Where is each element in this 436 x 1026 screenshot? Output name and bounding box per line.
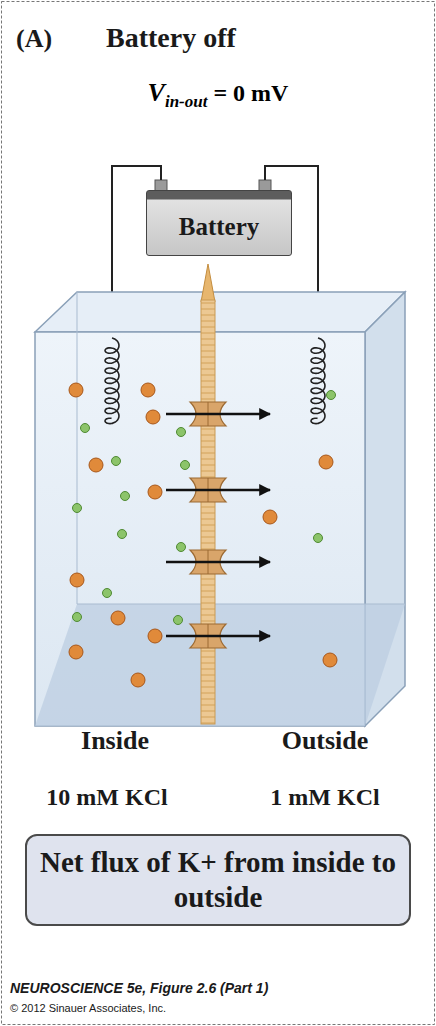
potassium-ion: [141, 383, 155, 397]
membrane-tip: [201, 264, 215, 302]
voltage-symbol: V: [148, 78, 165, 107]
chloride-ion: [81, 424, 90, 433]
chloride-ion: [73, 504, 82, 513]
potassium-ion: [263, 510, 277, 524]
potassium-ion: [111, 611, 125, 625]
chloride-ion: [177, 543, 186, 552]
potassium-ion: [69, 383, 83, 397]
chloride-ion: [177, 428, 186, 437]
membrane: [201, 300, 215, 724]
tank-floor: [35, 604, 405, 726]
figure-caption: NEUROSCIENCE 5e, Figure 2.6 (Part 1): [10, 980, 268, 996]
potassium-ion: [148, 485, 162, 499]
chloride-ion: [181, 461, 190, 470]
flux-arrow: [166, 635, 270, 637]
compartment-label: Outside: [282, 726, 369, 756]
chloride-ion: [121, 492, 130, 501]
tank-edge: [77, 292, 78, 604]
potassium-ion: [319, 455, 333, 469]
chloride-ion: [314, 534, 323, 543]
potential-line: Vin-out = 0 mV: [0, 78, 436, 108]
battery-label: Battery: [179, 212, 260, 242]
electrode: [311, 338, 325, 424]
panel-title: Battery off: [106, 22, 236, 54]
potassium-ion: [131, 673, 145, 687]
voltage-subscript: in-out: [165, 92, 208, 111]
potassium-ion: [323, 653, 337, 667]
flux-arrow: [166, 413, 270, 415]
flux-arrow: [166, 489, 270, 491]
concentration-label: 10 mM KCl: [46, 784, 167, 811]
flux-arrow: [166, 561, 270, 563]
copyright: © 2012 Sinauer Associates, Inc.: [10, 1002, 166, 1014]
tank-top: [35, 292, 405, 332]
voltage-value: = 0 mV: [213, 80, 288, 106]
potassium-ion: [69, 645, 83, 659]
electrode: [105, 338, 119, 424]
compartment-label: Inside: [81, 726, 149, 756]
chloride-ion: [118, 530, 127, 539]
chloride-ion: [103, 589, 112, 598]
concentration-label: 1 mM KCl: [270, 784, 379, 811]
potassium-ion: [146, 410, 160, 424]
potassium-ion: [148, 629, 162, 643]
tank-edge: [77, 604, 405, 605]
potassium-ion: [89, 458, 103, 472]
potassium-ion: [70, 573, 84, 587]
result-text: Net flux of K+ from inside to outside: [37, 845, 399, 915]
result-box: Net flux of K+ from inside to outside: [25, 834, 411, 926]
chloride-ion: [174, 616, 183, 625]
panel-letter: (A): [16, 24, 52, 54]
chloride-ion: [112, 457, 121, 466]
chloride-ion: [327, 391, 336, 400]
battery-box: Battery: [146, 190, 292, 256]
chloride-ion: [73, 613, 82, 622]
